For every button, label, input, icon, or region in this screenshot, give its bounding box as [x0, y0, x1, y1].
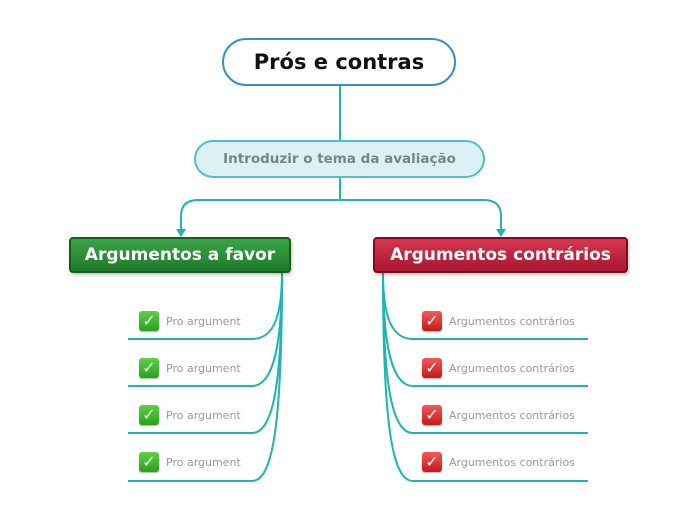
arrow-head-pros	[176, 229, 186, 237]
pro-item[interactable]: ✓ Pro argument	[139, 355, 241, 381]
intro-to-cons-line	[340, 199, 502, 232]
pro-item[interactable]: ✓ Pro argument	[139, 308, 241, 334]
con-item[interactable]: ✓ Argumentos contrários	[422, 449, 575, 475]
arrow-head-cons	[496, 229, 506, 237]
pro-item-label: Pro argument	[166, 455, 241, 469]
pro-item[interactable]: ✓ Pro argument	[139, 402, 241, 428]
con-item-label: Argumentos contrários	[449, 455, 575, 469]
con-item[interactable]: ✓ Argumentos contrários	[422, 308, 575, 334]
con-leaf-4-line	[382, 272, 588, 482]
con-item-label: Argumentos contrários	[449, 361, 575, 375]
green-check-icon: ✓	[139, 452, 159, 472]
pros-branch[interactable]: Argumentos a favor	[69, 237, 291, 273]
green-check-icon: ✓	[139, 311, 159, 331]
pro-item[interactable]: ✓ Pro argument	[139, 449, 241, 475]
cons-branch-label: Argumentos contrários	[390, 245, 611, 265]
green-check-icon: ✓	[139, 358, 159, 378]
red-check-icon: ✓	[422, 405, 442, 425]
intro-topic[interactable]: Introduzir o tema da avaliação	[194, 140, 485, 178]
con-item[interactable]: ✓ Argumentos contrários	[422, 355, 575, 381]
con-item-label: Argumentos contrários	[449, 314, 575, 328]
red-check-icon: ✓	[422, 452, 442, 472]
pro-leaf-4-line	[128, 272, 283, 482]
con-item-label: Argumentos contrários	[449, 408, 575, 422]
pro-item-label: Pro argument	[166, 314, 241, 328]
intro-to-pros-line	[180, 199, 340, 232]
pro-item-label: Pro argument	[166, 361, 241, 375]
pros-branch-label: Argumentos a favor	[84, 245, 276, 265]
central-topic-label: Prós e contras	[253, 50, 425, 74]
red-check-icon: ✓	[422, 311, 442, 331]
con-item[interactable]: ✓ Argumentos contrários	[422, 402, 575, 428]
cons-branch[interactable]: Argumentos contrários	[373, 237, 628, 273]
central-topic[interactable]: Prós e contras	[222, 38, 456, 86]
green-check-icon: ✓	[139, 405, 159, 425]
intro-topic-label: Introduzir o tema da avaliação	[223, 151, 456, 167]
red-check-icon: ✓	[422, 358, 442, 378]
pro-item-label: Pro argument	[166, 408, 241, 422]
